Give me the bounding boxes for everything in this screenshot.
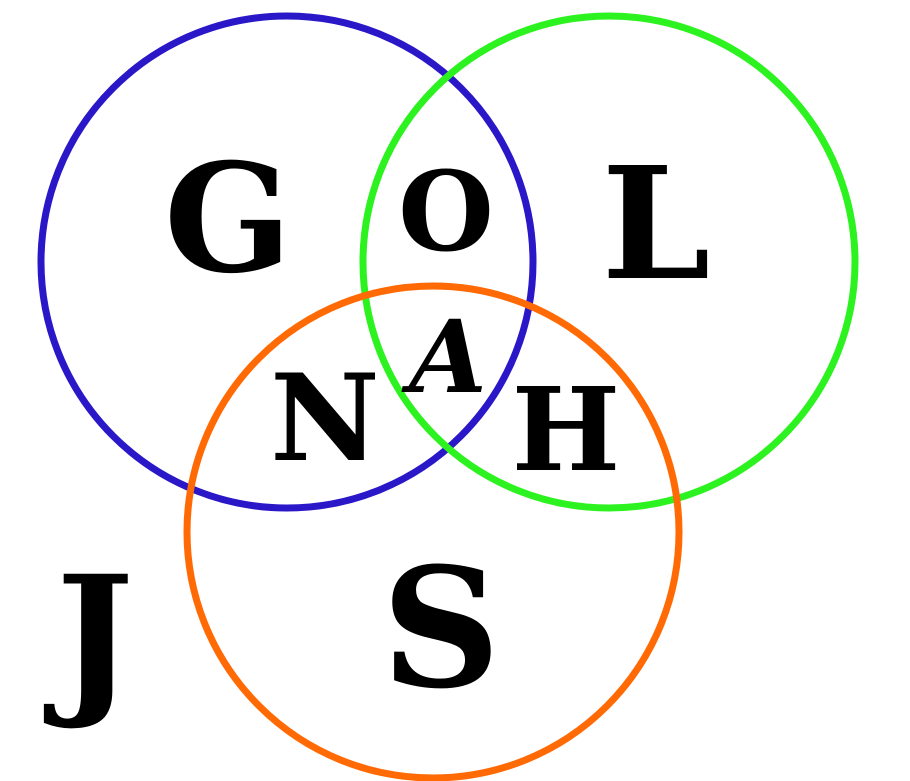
letter-all-three: A [401, 298, 487, 416]
letter-top-left-bottom: N [270, 348, 380, 489]
letter-top-right-only: L [602, 132, 711, 315]
circle-bottom [183, 282, 683, 781]
circle-top-right [359, 12, 859, 512]
letter-top-right-bottom: H [512, 363, 621, 498]
letter-outside: J [43, 539, 134, 733]
letter-bottom-only: S [381, 531, 500, 725]
letter-top-left-only: G [164, 131, 292, 307]
letter-top-left-top-right: O [398, 147, 494, 276]
circle-top-left [37, 12, 537, 512]
